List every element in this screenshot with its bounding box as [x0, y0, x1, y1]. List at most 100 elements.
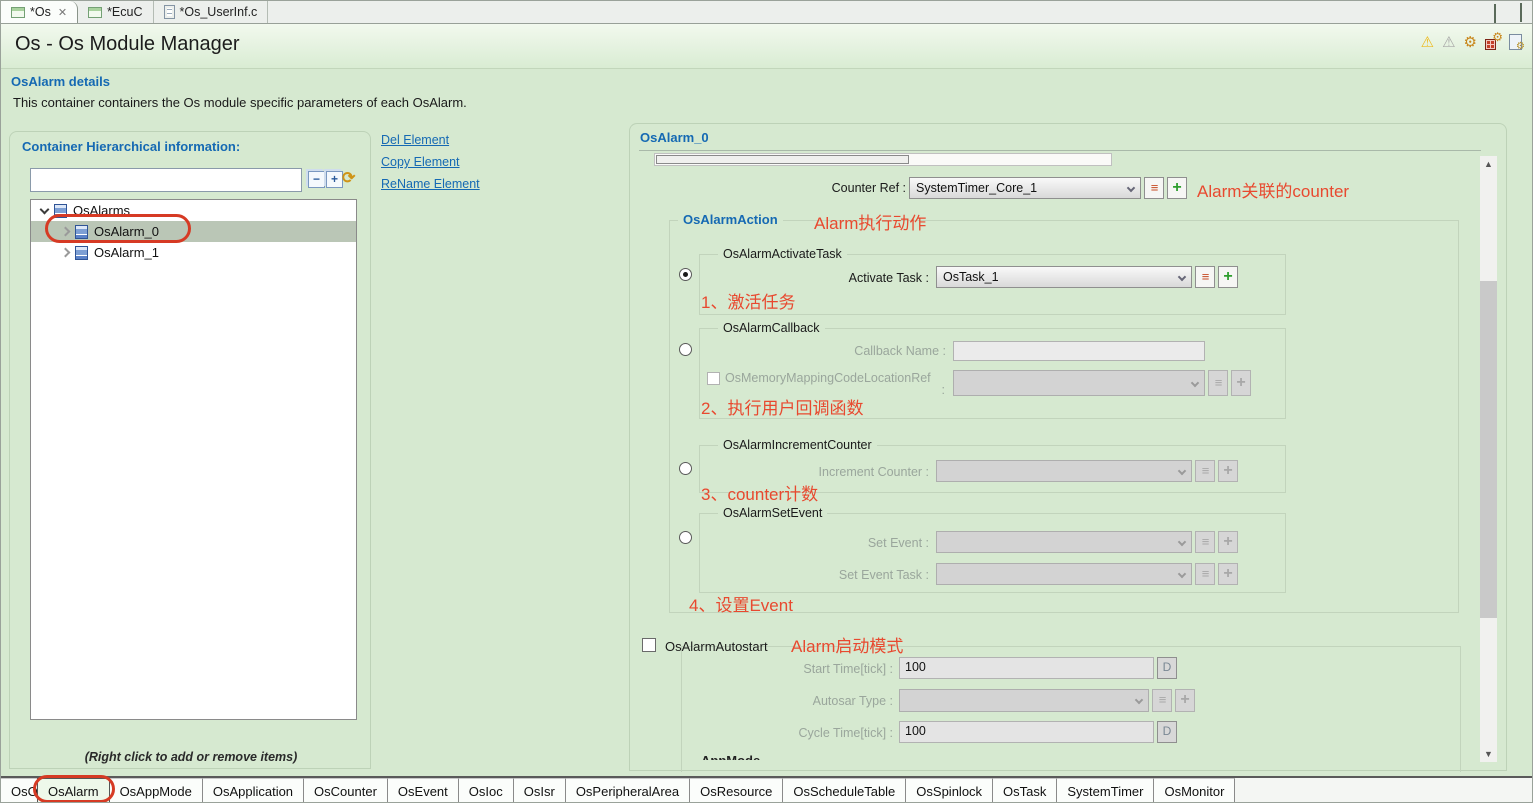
set-event-list-button[interactable]: ≡	[1195, 531, 1215, 553]
tab-osos[interactable]: OsOS	[1, 778, 39, 802]
activate-task-dropdown[interactable]: OsTask_1	[936, 266, 1192, 288]
memmap-checkbox[interactable]	[707, 372, 720, 385]
validate-gear-icon[interactable]: ⚙	[1463, 33, 1477, 51]
details-panel: OsAlarm_0	[629, 123, 1507, 771]
window-icon	[88, 6, 103, 18]
autosar-type-dropdown[interactable]	[899, 689, 1149, 712]
tab-ostask[interactable]: OsTask	[993, 778, 1058, 802]
warning-gray-icon[interactable]: ⚠	[1442, 33, 1456, 51]
chevron-down-icon	[1177, 466, 1187, 476]
set-event-radio[interactable]	[679, 531, 692, 544]
counter-ref-list-button[interactable]: ≡	[1144, 177, 1164, 199]
activate-task-radio[interactable]	[679, 268, 692, 281]
maximize-icon	[1520, 3, 1522, 22]
counter-ref-add-button[interactable]: +	[1167, 177, 1187, 199]
tab-osscheduletable[interactable]: OsScheduleTable	[783, 778, 907, 802]
warning-yellow-icon[interactable]: ⚠	[1420, 33, 1435, 51]
cycle-time-input[interactable]: 100	[899, 721, 1154, 743]
chevron-right-icon[interactable]	[60, 247, 71, 258]
scrollbar-thumb[interactable]	[1480, 281, 1497, 618]
scroll-up-icon[interactable]: ▲	[1484, 159, 1493, 169]
del-element-link[interactable]: Del Element	[381, 133, 450, 147]
memmap-dropdown[interactable]	[953, 370, 1205, 396]
activate-task-value: OsTask_1	[943, 270, 999, 284]
chevron-down-icon	[1177, 537, 1187, 547]
rename-element-link[interactable]: ReName Element	[381, 177, 480, 191]
increment-counter-list-button[interactable]: ≡	[1195, 460, 1215, 482]
set-event-task-list-button[interactable]: ≡	[1195, 563, 1215, 585]
callback-name-input[interactable]	[953, 341, 1205, 361]
editor-tab-ecuc[interactable]: *EcuC	[78, 1, 154, 23]
autosar-type-list-button[interactable]: ≡	[1152, 689, 1172, 712]
start-time-default-button[interactable]: D	[1157, 657, 1177, 679]
scrollbar-thumb[interactable]	[656, 155, 909, 164]
page-title: Os - Os Module Manager	[15, 33, 240, 55]
chevron-down-icon	[1177, 569, 1187, 579]
set-event-label: Set Event :	[867, 536, 929, 550]
memmap-colon: :	[941, 383, 945, 397]
chevron-down-icon[interactable]	[39, 204, 50, 215]
start-time-input[interactable]: 100	[899, 657, 1154, 679]
minimize-button[interactable]	[1494, 4, 1496, 23]
tab-osevent[interactable]: OsEvent	[387, 778, 459, 802]
increment-counter-add-button[interactable]: +	[1218, 460, 1238, 482]
chevron-right-icon[interactable]	[60, 226, 71, 237]
container-cube-icon	[54, 203, 67, 218]
annotation-4: 4、设置Event	[689, 596, 793, 615]
increment-counter-dropdown[interactable]	[936, 460, 1192, 482]
tree-label: OsAlarm_0	[94, 224, 160, 239]
autosar-type-add-button[interactable]: +	[1175, 689, 1195, 712]
increment-counter-radio[interactable]	[679, 462, 692, 475]
tab-osresource[interactable]: OsResource	[690, 778, 784, 802]
editor-tab-os-userinf[interactable]: *Os_UserInf.c	[153, 1, 269, 23]
memmap-list-button[interactable]: ≡	[1208, 370, 1228, 396]
horizontal-scrollbar[interactable]	[654, 153, 1112, 166]
tab-systemtimer[interactable]: SystemTimer	[1057, 778, 1155, 802]
collapse-all-button[interactable]: −	[308, 171, 325, 188]
close-icon[interactable]: ✕	[57, 6, 68, 19]
tab-osisr[interactable]: OsIsr	[513, 778, 566, 802]
activate-task-list-button[interactable]: ≡	[1195, 266, 1215, 288]
chevron-down-icon	[1177, 272, 1187, 282]
tab-osappmode[interactable]: OsAppMode	[109, 778, 203, 802]
copy-element-link[interactable]: Copy Element	[381, 155, 460, 169]
editor-tab-os[interactable]: *Os ✕	[1, 1, 79, 23]
maximize-button[interactable]	[1520, 3, 1522, 22]
container-cube-icon	[75, 224, 88, 239]
annotation-autostart: Alarm启动模式	[791, 637, 904, 656]
document-gear-icon[interactable]	[1509, 34, 1525, 52]
set-event-task-dropdown[interactable]	[936, 563, 1192, 585]
set-event-task-add-button[interactable]: +	[1218, 563, 1238, 585]
activate-task-group-label: OsAlarmActivateTask	[718, 247, 847, 261]
tab-osapplication[interactable]: OsApplication	[202, 778, 305, 802]
set-event-dropdown[interactable]	[936, 531, 1192, 553]
counter-ref-dropdown[interactable]: SystemTimer_Core_1	[909, 177, 1141, 199]
vertical-scrollbar[interactable]: ▲ ▼	[1480, 156, 1497, 762]
tab-osmonitor[interactable]: OsMonitor	[1154, 778, 1236, 802]
chevron-down-icon	[1134, 695, 1144, 705]
clipped-next-section-text: AppMode	[701, 753, 901, 760]
scroll-down-icon[interactable]: ▼	[1484, 749, 1493, 759]
tree-row-osalarm-1[interactable]: OsAlarm_1	[31, 242, 356, 263]
tab-osioc[interactable]: OsIoc	[458, 778, 514, 802]
osalarmaction-title: OsAlarmAction	[678, 212, 783, 227]
cycle-time-default-button[interactable]: D	[1157, 721, 1177, 743]
set-event-add-button[interactable]: +	[1218, 531, 1238, 553]
callback-name-label: Callback Name :	[854, 344, 946, 358]
annotation-counter-ref: Alarm关联的counter	[1197, 182, 1350, 201]
search-input[interactable]	[30, 168, 302, 192]
callback-radio[interactable]	[679, 343, 692, 356]
set-event-group: OsAlarmSetEvent	[699, 506, 1286, 593]
memmap-add-button[interactable]: +	[1231, 370, 1251, 396]
tree-row-osalarms[interactable]: OsAlarms	[31, 200, 356, 221]
refresh-icon[interactable]: ⟳	[342, 170, 356, 187]
tab-osspinlock[interactable]: OsSpinlock	[906, 778, 994, 802]
tab-oscounter[interactable]: OsCounter	[304, 778, 388, 802]
autostart-checkbox[interactable]	[642, 638, 656, 652]
tab-osalarm[interactable]: OsAlarm	[37, 778, 110, 802]
generate-gear-icon[interactable]: ⚙	[1485, 30, 1503, 50]
tab-osperipheralarea[interactable]: OsPeripheralArea	[565, 778, 691, 802]
tree-row-osalarm-0[interactable]: OsAlarm_0	[31, 221, 356, 242]
activate-task-add-button[interactable]: +	[1218, 266, 1238, 288]
expand-all-button[interactable]: +	[326, 171, 343, 188]
